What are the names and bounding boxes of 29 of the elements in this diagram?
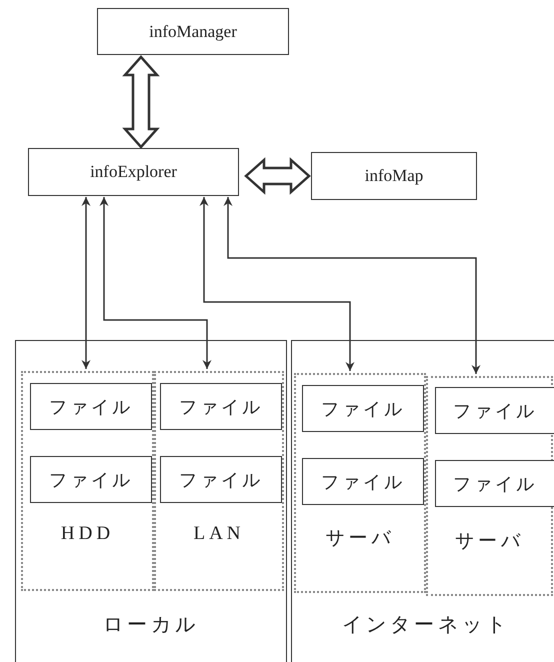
dotted-group (294, 373, 426, 593)
dotted-group (154, 371, 284, 591)
dotted-group (426, 376, 553, 596)
area-box (15, 340, 287, 662)
file-box: ファイル (302, 385, 424, 432)
double-block-arrow (122, 55, 160, 149)
file-box: ファイル (30, 456, 152, 503)
group-label: HDD (60, 523, 114, 545)
area-label: インターネット (342, 611, 510, 638)
area-box (291, 340, 554, 662)
group-label: LAN (193, 523, 245, 545)
file-box: ファイル (160, 383, 282, 430)
component-box: infoExplorer (28, 148, 239, 196)
file-box: ファイル (435, 460, 554, 507)
component-box: infoManager (97, 8, 289, 55)
group-label: サーバ (326, 527, 394, 551)
dotted-group (21, 371, 154, 591)
arrow (100, 197, 212, 369)
file-box: ファイル (302, 458, 424, 505)
file-box: ファイル (435, 387, 554, 434)
file-box: ファイル (30, 383, 152, 430)
group-label: サーバ (455, 530, 524, 554)
arrow (82, 197, 90, 369)
double-block-arrow (244, 157, 311, 195)
arrow (224, 197, 480, 374)
arrow (200, 197, 354, 371)
file-box: ファイル (160, 456, 282, 503)
area-label: ローカル (103, 611, 199, 638)
component-box: infoMap (311, 152, 477, 200)
